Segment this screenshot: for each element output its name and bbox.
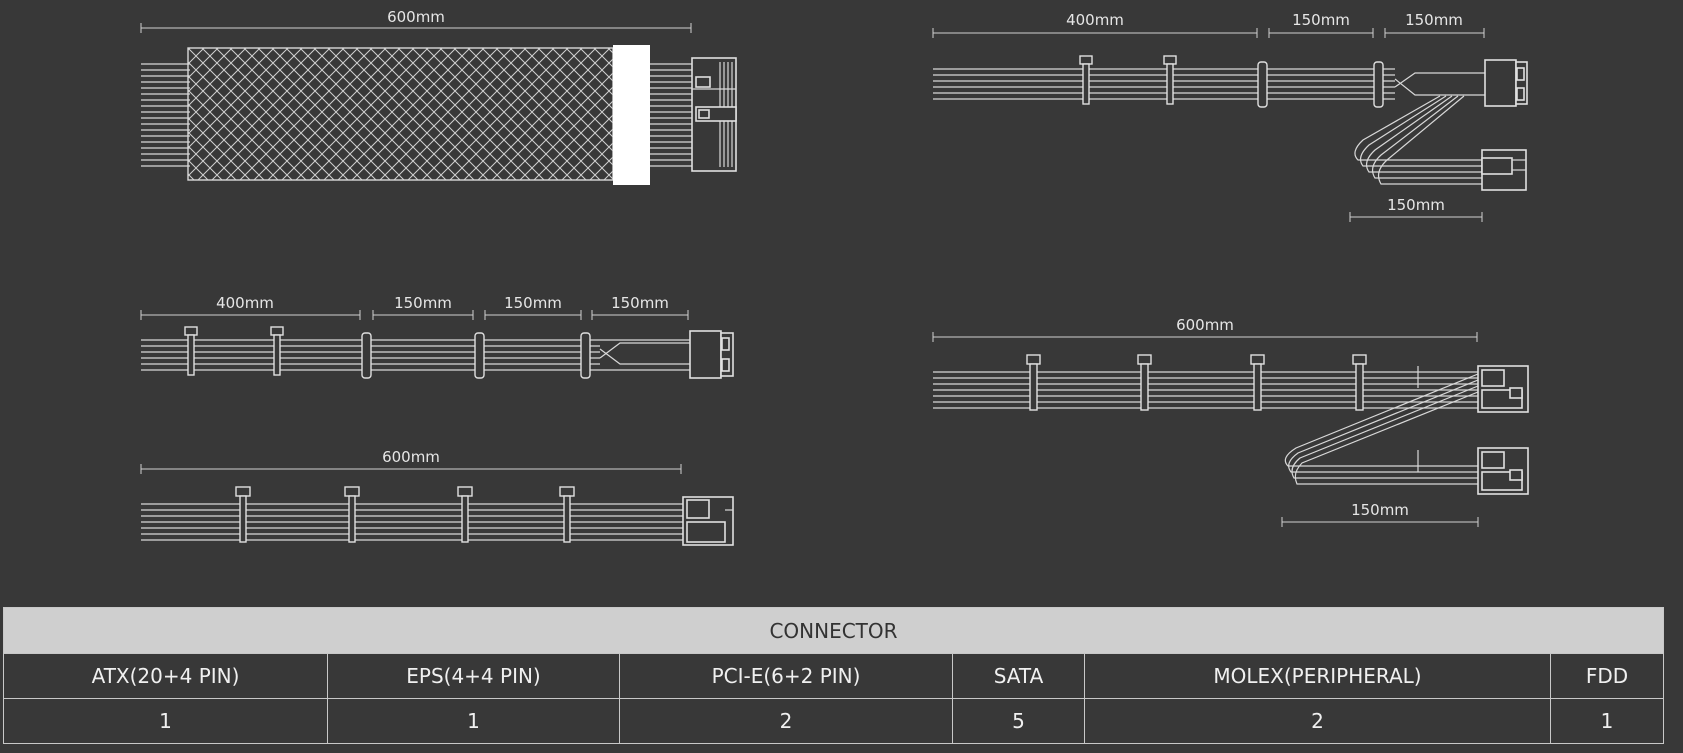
header-pcie: PCI-E(6+2 PIN)	[619, 653, 953, 699]
pcie-connector-upper	[1477, 365, 1529, 413]
pcie-length-label: 600mm	[1176, 316, 1234, 334]
atx-24pin-connector	[691, 57, 737, 172]
table-count-row: 1 1 2 5 2 1	[3, 698, 1664, 744]
eps-length-a: 400mm	[1066, 11, 1124, 29]
pcie-cable: 600mm 150mm	[932, 316, 1529, 527]
cable-diagram: 600mm	[140, 8, 1529, 546]
atx-wires	[141, 63, 692, 167]
count-eps: 1	[327, 698, 620, 744]
sata-connector	[689, 330, 734, 379]
count-fdd: 1	[1550, 698, 1664, 744]
atx-mesh-sleeve	[187, 47, 614, 181]
count-atx: 1	[3, 698, 328, 744]
count-sata: 5	[952, 698, 1085, 744]
molex-dimension: 600mm	[140, 448, 682, 474]
sata-length-b: 150mm	[394, 294, 452, 312]
sata-dimensions: 400mm 150mm 150mm 150mm	[140, 294, 689, 320]
eps-cable-ties	[1079, 55, 1384, 108]
eps-length-c: 150mm	[1405, 11, 1463, 29]
header-fdd: FDD	[1550, 653, 1664, 699]
eps-length-b: 150mm	[1292, 11, 1350, 29]
count-molex: 2	[1084, 698, 1551, 744]
header-sata: SATA	[952, 653, 1085, 699]
pcie-connector-lower	[1477, 447, 1529, 495]
molex-wires	[141, 503, 683, 541]
molex-length-label: 600mm	[382, 448, 440, 466]
pcie-dimensions: 600mm 150mm	[932, 316, 1479, 527]
header-eps: EPS(4+4 PIN)	[327, 653, 620, 699]
header-molex: MOLEX(PERIPHERAL)	[1084, 653, 1551, 699]
atx-dimension: 600mm	[140, 8, 692, 33]
molex-connector	[682, 496, 734, 546]
table-title-row: CONNECTOR	[3, 607, 1664, 654]
pcie-split-label: 150mm	[1351, 501, 1409, 519]
pcie-cable-ties	[1026, 354, 1367, 411]
molex-cable-ties	[235, 486, 575, 543]
sata-length-a: 400mm	[216, 294, 274, 312]
eps-cable: 400mm 150mm 150mm 150mm	[932, 11, 1528, 222]
pcie-wires	[933, 366, 1479, 485]
atx-cable: 600mm	[140, 8, 737, 185]
eps-connector-lower	[1481, 149, 1527, 191]
count-pcie: 2	[619, 698, 953, 744]
table-title: CONNECTOR	[3, 607, 1664, 654]
table-header-row: ATX(20+4 PIN) EPS(4+4 PIN) PCI-E(6+2 PIN…	[3, 653, 1664, 699]
eps-dimensions: 400mm 150mm 150mm 150mm	[932, 11, 1485, 222]
sata-wires	[141, 339, 690, 371]
sata-length-d: 150mm	[611, 294, 669, 312]
eps-wires	[933, 68, 1485, 185]
sata-length-c: 150mm	[504, 294, 562, 312]
header-atx: ATX(20+4 PIN)	[3, 653, 328, 699]
sata-cable-ties	[184, 326, 591, 379]
sata-cable: 400mm 150mm 150mm 150mm	[140, 294, 734, 379]
eps-connector-upper	[1484, 59, 1528, 107]
atx-heatshrink	[613, 45, 650, 185]
connector-table: CONNECTOR ATX(20+4 PIN) EPS(4+4 PIN) PCI…	[3, 607, 1664, 744]
eps-length-split: 150mm	[1387, 196, 1445, 214]
molex-cable: 600mm	[140, 448, 734, 546]
atx-length-label: 600mm	[387, 8, 445, 26]
